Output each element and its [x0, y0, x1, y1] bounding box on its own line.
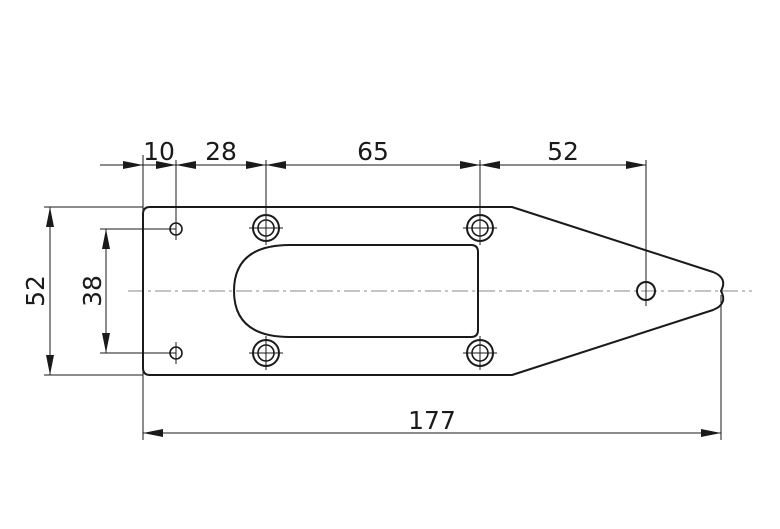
- center-slot: [233, 244, 479, 338]
- dim-text-length-overall: 177: [408, 406, 456, 435]
- length-dimension: [143, 429, 721, 437]
- dim-text-hole-spacing-2: 65: [357, 137, 389, 166]
- dim-text-tip-hole-distance: 52: [547, 137, 579, 166]
- hole-spacing-dimension: [102, 229, 110, 353]
- dim-text-hole-spacing-1: 28: [205, 137, 237, 166]
- height-dimension: [46, 207, 54, 375]
- dim-text-hole-vertical-spacing: 38: [78, 275, 107, 307]
- top-dimension-chain: [100, 161, 646, 169]
- dim-text-left-offset: 10: [143, 137, 175, 166]
- dim-text-height-overall: 52: [21, 275, 50, 307]
- extension-lines: [44, 155, 722, 440]
